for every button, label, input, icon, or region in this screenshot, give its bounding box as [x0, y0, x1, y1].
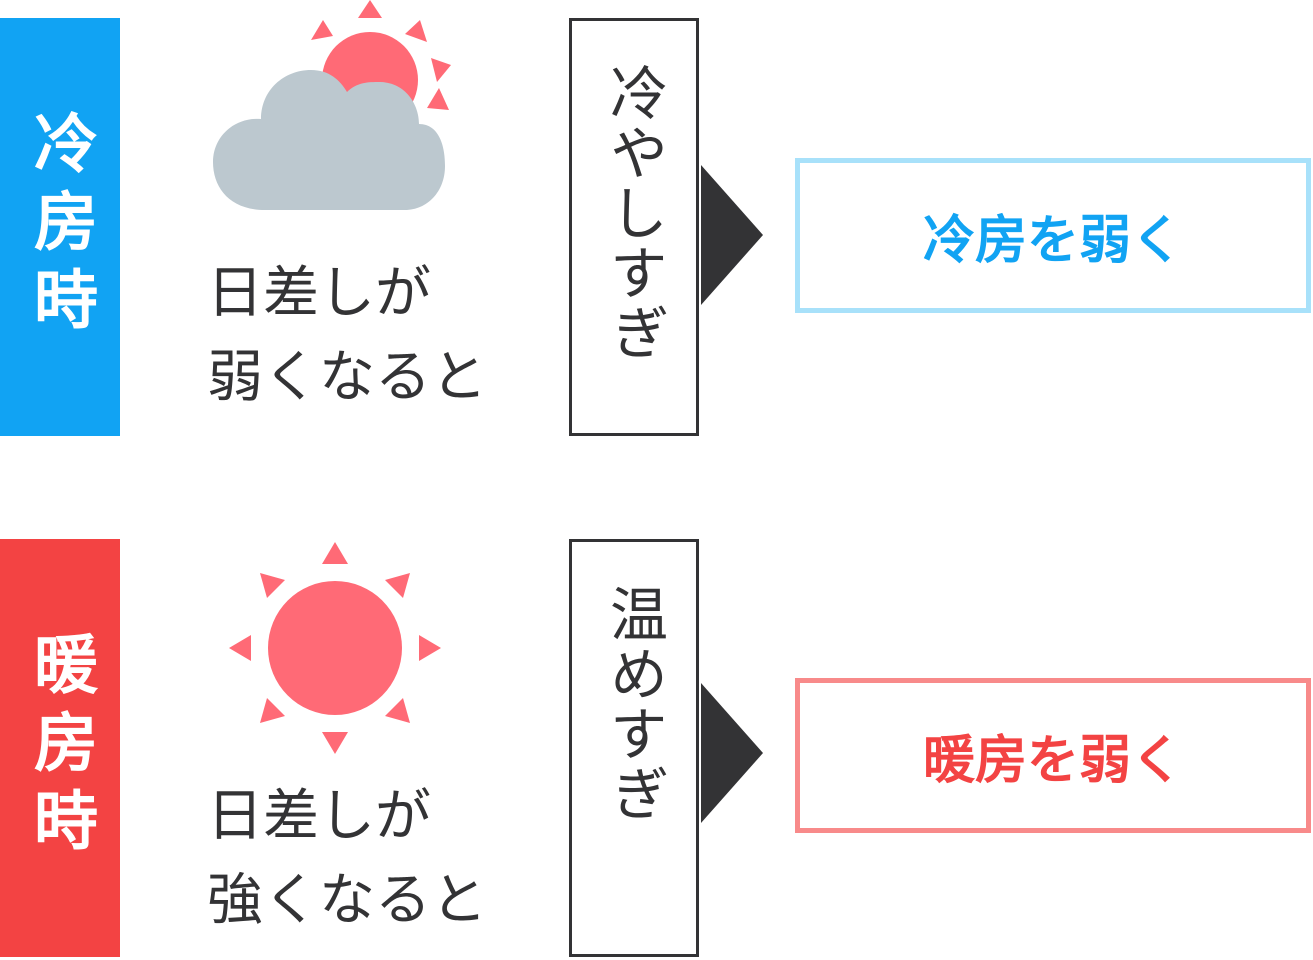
cooling-result-label: 冷房を弱く	[922, 211, 1183, 271]
cooling-condition-line2: 弱くなると	[207, 345, 487, 410]
heating-effect-label: 温めすぎ	[600, 584, 668, 824]
cooling-effect-box: 冷やしすぎ	[569, 18, 699, 436]
cooling-condition: 日差しが 弱くなると	[207, 252, 487, 420]
cooling-effect-label: 冷やしすぎ	[600, 63, 668, 363]
cooling-mode-label: 冷房時	[23, 110, 97, 344]
heating-condition-line1: 日差しが	[207, 784, 431, 849]
sun-icon	[229, 542, 441, 754]
heating-mode-label: 暖房時	[23, 631, 97, 865]
heating-row: 暖房時 日差しが 強くなると 温めすぎ 暖房を弱く	[0, 520, 1313, 960]
cooling-row: 冷房時 日差しが 弱くなると 冷やしすぎ 冷房を弱く	[0, 0, 1311, 436]
heating-condition: 日差しが 強くなると	[207, 775, 487, 943]
cooling-result-box: 冷房を弱く	[795, 158, 1311, 313]
sun-behind-cloud-icon	[213, 0, 451, 210]
cooling-mode-badge: 冷房時	[0, 18, 120, 436]
heating-arrow-icon	[701, 683, 763, 823]
heating-condition-line2: 強くなると	[207, 868, 487, 933]
heating-mode-badge: 暖房時	[0, 539, 120, 957]
heating-effect-box: 温めすぎ	[569, 539, 699, 957]
heating-result-label: 暖房を弱く	[922, 731, 1183, 791]
heating-result-box: 暖房を弱く	[795, 678, 1311, 833]
cooling-condition-line1: 日差しが	[207, 261, 431, 326]
cooling-arrow-icon	[701, 165, 763, 305]
